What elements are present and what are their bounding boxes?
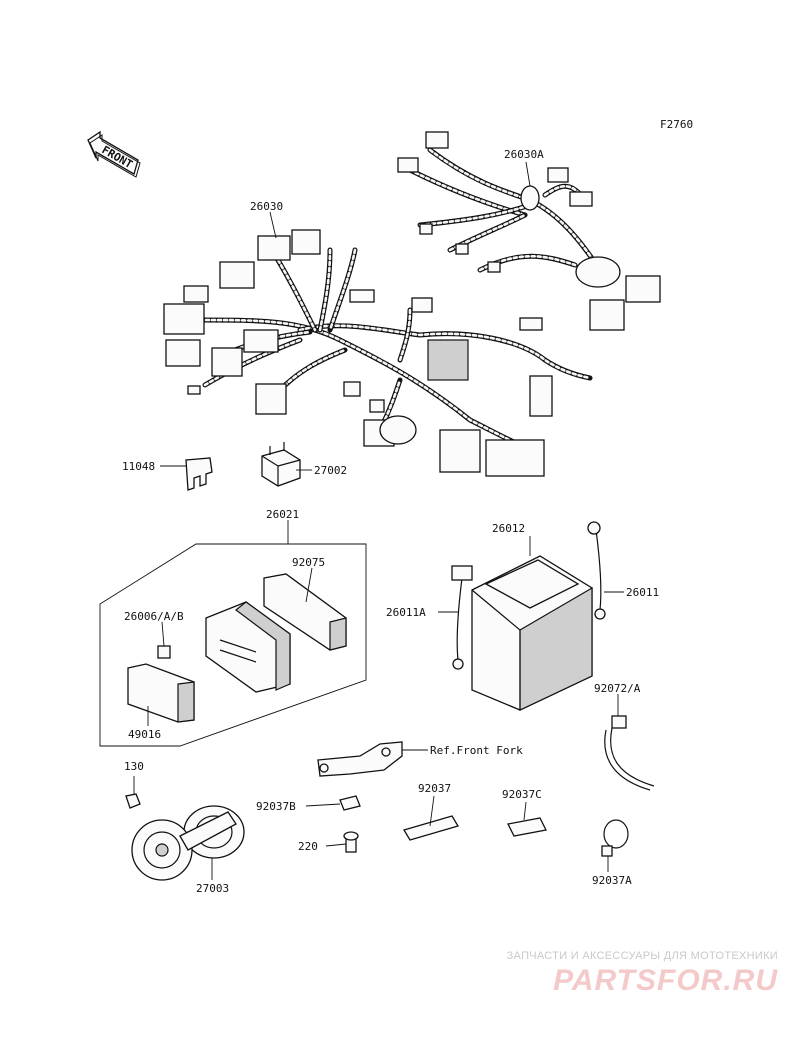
label-26021: 26021 [266,508,299,521]
label-49016: 49016 [128,728,161,741]
watermark-logo: PARTSFOR.RU [553,964,778,997]
label-92037b: 92037B [256,800,296,813]
label-26011: 26011 [626,586,659,599]
relay-27002 [261,442,301,487]
cdi-unit [205,601,291,693]
label-220: 220 [298,840,318,853]
label-92037: 92037 [418,782,451,795]
figure-code: F2760 [660,118,693,131]
cover-49016 [127,663,195,723]
label-27003: 27003 [196,882,229,895]
horn-27003 [131,805,245,881]
clamp-92037 [403,815,459,841]
label-26011a: 26011A [386,606,426,619]
label-27002: 27002 [314,464,347,477]
battery-26012 [471,555,593,711]
battery-cable-26011a [451,565,473,670]
wiring-harness-26030a [397,131,661,331]
label-92037a: 92037A [592,874,632,887]
front-arrow-icon: FRONT [87,130,141,178]
clamp-92037a [601,819,629,857]
label-11048: 11048 [122,460,155,473]
front-fork-bracket [317,741,403,777]
label-130: 130 [124,760,144,773]
label-26006: 26006/A/B [124,610,184,623]
label-26030: 26030 [250,200,283,213]
band-92072 [604,715,655,791]
label-26012: 26012 [492,522,525,535]
label-front-fork-ref: Ref.Front Fork [430,744,523,757]
label-92072: 92072/A [594,682,641,695]
watermark-tagline: ЗАПЧАСТИ И АКСЕССУАРЫ ДЛЯ МОТОТЕХНИКИ [506,950,778,962]
bolt-130 [125,793,141,809]
label-92075: 92075 [292,556,325,569]
fuse-26006 [157,645,171,659]
cdi-assembly-outline [99,543,367,747]
clamp-92037c [507,817,547,837]
screw-220 [343,831,359,853]
wiring-harness-26030 [163,229,593,477]
label-92037c: 92037C [502,788,542,801]
clamp-92037b [339,795,361,811]
battery-cable-26011 [587,521,606,620]
clip-11048 [185,457,213,491]
damper-92075 [263,573,347,651]
label-26030a: 26030A [504,148,544,161]
leader-lines [133,161,624,880]
